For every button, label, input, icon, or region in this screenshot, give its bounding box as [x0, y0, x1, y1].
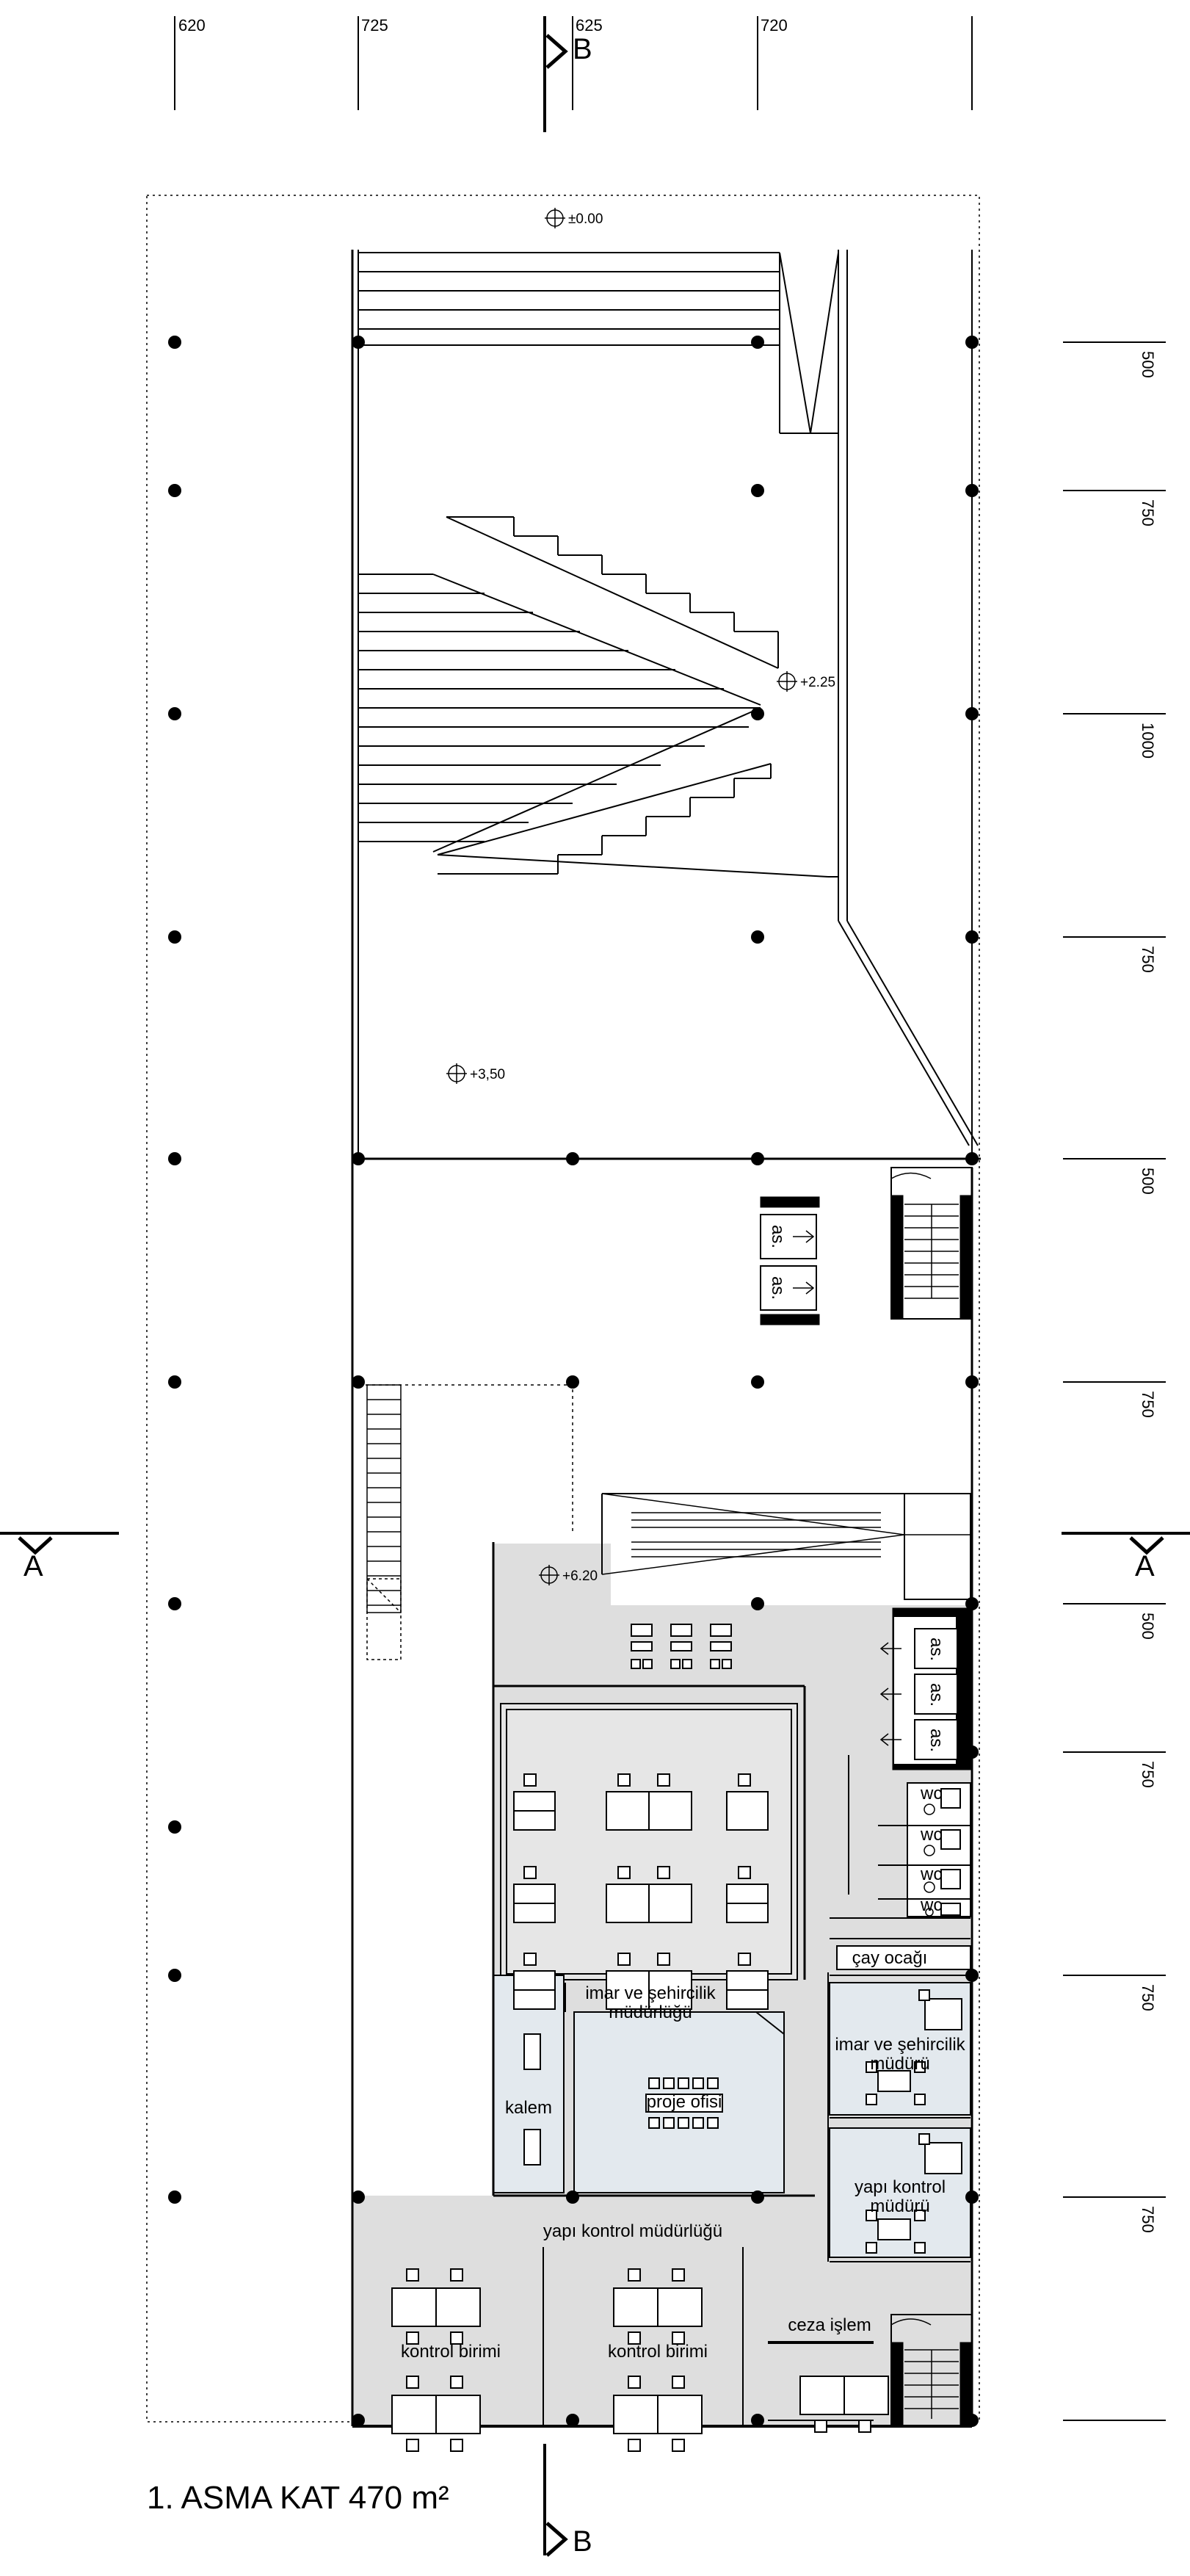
room-label-imar-mudurlugu-1: imar ve şehircilik [585, 1983, 716, 2003]
left-narrow-stair [366, 1384, 402, 1660]
upper-stairs [358, 252, 839, 878]
elevation-label-350: +3,50 [470, 1067, 505, 1082]
dimension-right-10: 750 [1139, 2206, 1157, 2233]
tea-kitchen-label: çay ocağı [852, 1948, 928, 1968]
dimension-top-1: 620 [178, 16, 206, 35]
dimension-right-9: 750 [1139, 1984, 1157, 2011]
dimension-right-8: 750 [1139, 1761, 1157, 1788]
dimension-right-6: 750 [1139, 1391, 1157, 1418]
wc-label-4: wc [920, 1895, 942, 1915]
dimension-right-7: 500 [1139, 1613, 1157, 1640]
dimension-right-3: 1000 [1139, 723, 1157, 759]
elevators-office [879, 1607, 971, 1770]
room-label-proje-ofisi: proje ofisi [647, 2092, 722, 2112]
site-boundary [146, 195, 980, 2423]
room-label-yapi-kontrol-mudurlugu: yapı kontrol müdürlüğü [543, 2221, 722, 2241]
elevator-label-2: as. [768, 1276, 788, 1300]
elevation-label-620: +6.20 [562, 1569, 598, 1584]
room-label-kalem: kalem [505, 2098, 552, 2118]
dimension-top-3: 625 [576, 16, 603, 35]
room-label-ceza-islem: ceza işlem [788, 2315, 871, 2335]
elevator-label-4: as. [926, 1683, 946, 1707]
room-label-kontrol-birimi-2: kontrol birimi [608, 2342, 708, 2362]
section-label-a-right: A [1135, 1550, 1155, 1582]
stair-core-upper [890, 1167, 973, 1320]
structural-columns [168, 336, 979, 2427]
dimension-right-1: 500 [1139, 351, 1157, 378]
elevators-middle [760, 1196, 820, 1325]
wc-label-3: wc [920, 1864, 942, 1884]
section-mark-b-bottom: B [543, 2444, 592, 2558]
room-label-imar-mudurlugu-2: müdürlüğü [609, 2002, 692, 2022]
section-label-b-bottom: B [573, 2525, 592, 2558]
dimension-right-2: 750 [1139, 499, 1157, 527]
stair-core-lower [890, 2314, 973, 2427]
elevator-label-1: as. [768, 1225, 788, 1248]
dimension-top-2: 725 [361, 16, 388, 35]
elevation-markers [446, 208, 797, 1585]
section-mark-a-left: A [0, 1532, 119, 1582]
room-label-yapi-muduru-1: yapı kontrol [855, 2177, 946, 2197]
section-label-b-top: B [573, 33, 592, 65]
room-label-imar-muduru-1: imar ve şehircilik [835, 2035, 965, 2055]
elevation-label-000: ±0.00 [568, 211, 603, 227]
section-mark-a-right: A [1062, 1532, 1190, 1582]
section-label-a-left: A [23, 1550, 43, 1582]
dimension-right-5: 500 [1139, 1168, 1157, 1195]
workstation-desks [391, 1624, 962, 2452]
elevation-label-225: +2.25 [800, 675, 835, 690]
room-label-kontrol-birimi-1: kontrol birimi [401, 2342, 501, 2362]
wc-block [878, 1782, 971, 1917]
section-mark-b-top: B [543, 16, 592, 132]
tea-kitchen [836, 1945, 971, 1970]
wc-label-1: wc [920, 1784, 942, 1803]
top-dimension-lines: 620 725 625 720 [174, 16, 973, 110]
dimension-top-4: 720 [761, 16, 788, 35]
wc-label-2: wc [920, 1825, 942, 1845]
stair-landing-office [601, 1493, 971, 1600]
room-label-yapi-muduru-2: müdürü [870, 2196, 929, 2216]
plan-title: 1. ASMA KAT 470 m² [147, 2480, 449, 2516]
right-dimension-lines: 500 750 1000 750 500 750 500 750 750 750 [1063, 341, 1166, 2421]
elevator-label-5: as. [926, 1729, 946, 1752]
room-label-imar-muduru-2: müdürü [870, 2054, 929, 2074]
elevator-label-3: as. [926, 1638, 946, 1661]
dimension-right-4: 750 [1139, 946, 1157, 973]
